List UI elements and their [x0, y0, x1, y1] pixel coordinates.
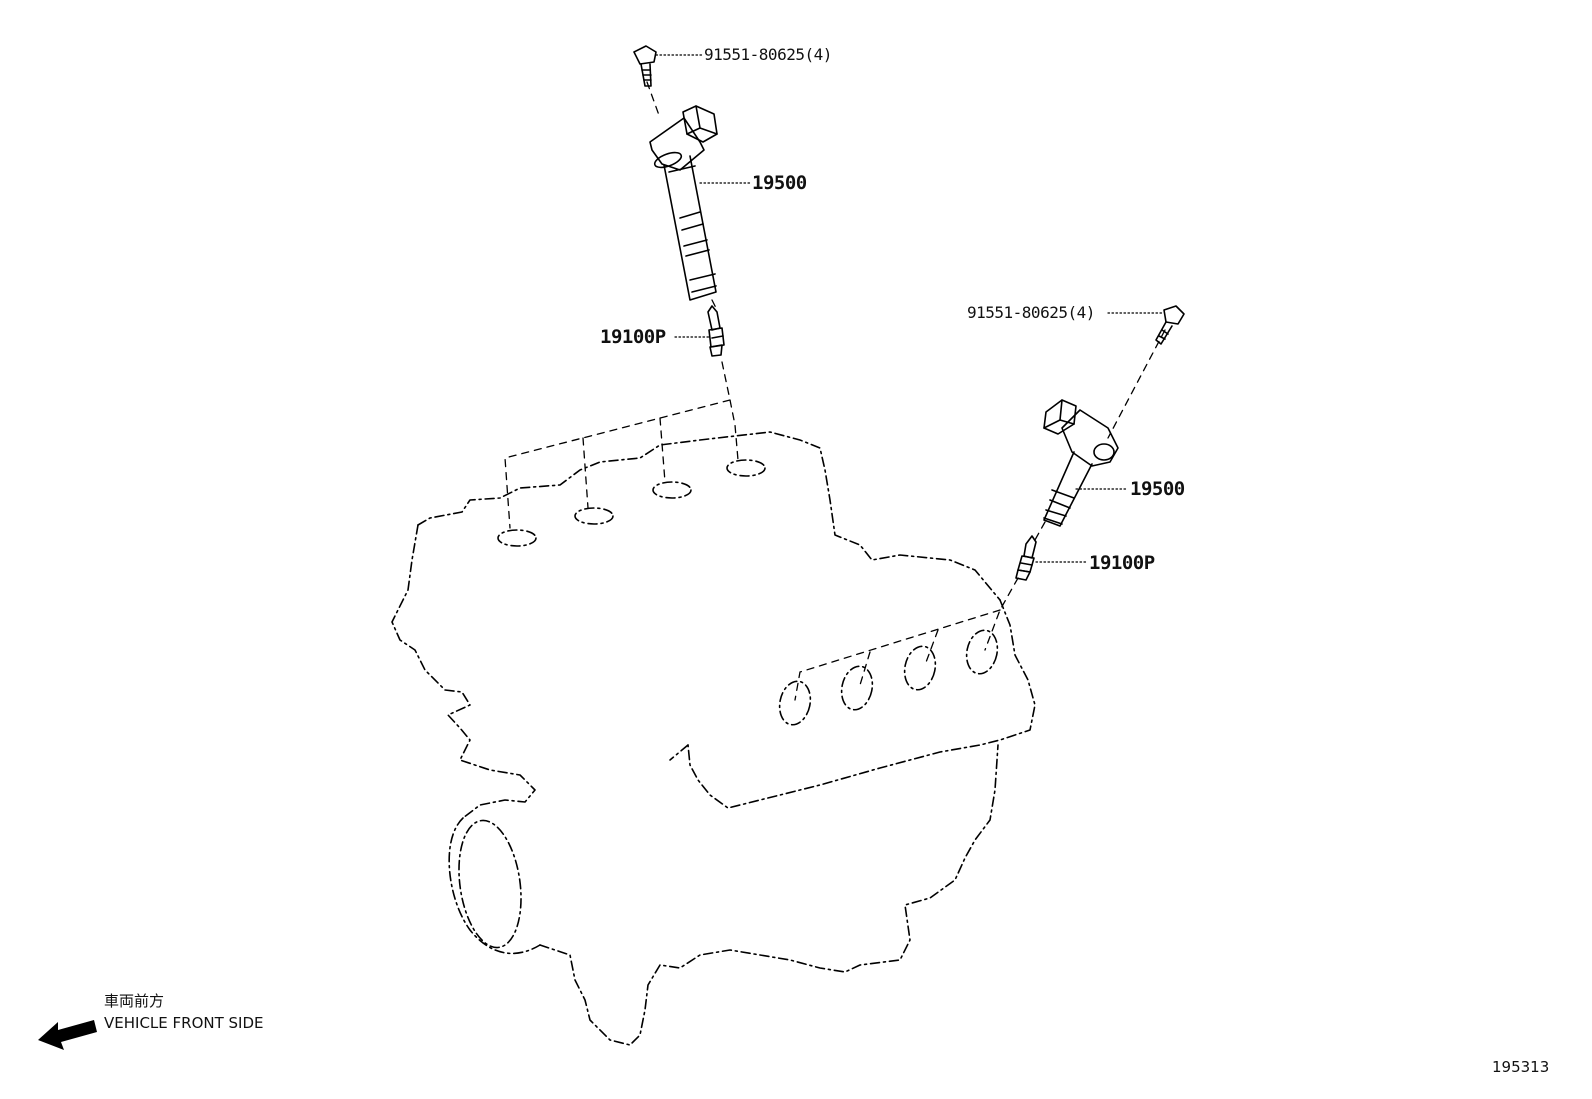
label-plug-top: 19100P — [600, 326, 666, 348]
figure-number: 195313 — [1492, 1058, 1550, 1076]
label-leaders — [655, 54, 1165, 563]
alignment-lines — [504, 81, 1166, 701]
label-coil-right: 19500 — [1130, 478, 1185, 500]
bolt-top — [633, 45, 657, 87]
label-bolt-right: 91551-80625(4) — [967, 303, 1095, 322]
ignition-coil-right — [1043, 399, 1119, 527]
front-direction-arrow — [38, 1020, 97, 1050]
label-coil-top: 19500 — [752, 172, 807, 194]
engine-outline — [391, 431, 1036, 1046]
label-bolt-top: 91551-80625(4) — [704, 45, 832, 64]
ignition-coil-top — [649, 105, 718, 301]
spark-plug-right — [1015, 535, 1037, 581]
direction-label-japanese: 車両前方 — [104, 992, 165, 1010]
bolt-right — [1155, 305, 1185, 345]
spark-plug-top — [707, 305, 725, 357]
direction-label-english: VEHICLE FRONT SIDE — [104, 1014, 264, 1032]
label-plug-right: 19100P — [1089, 552, 1155, 574]
